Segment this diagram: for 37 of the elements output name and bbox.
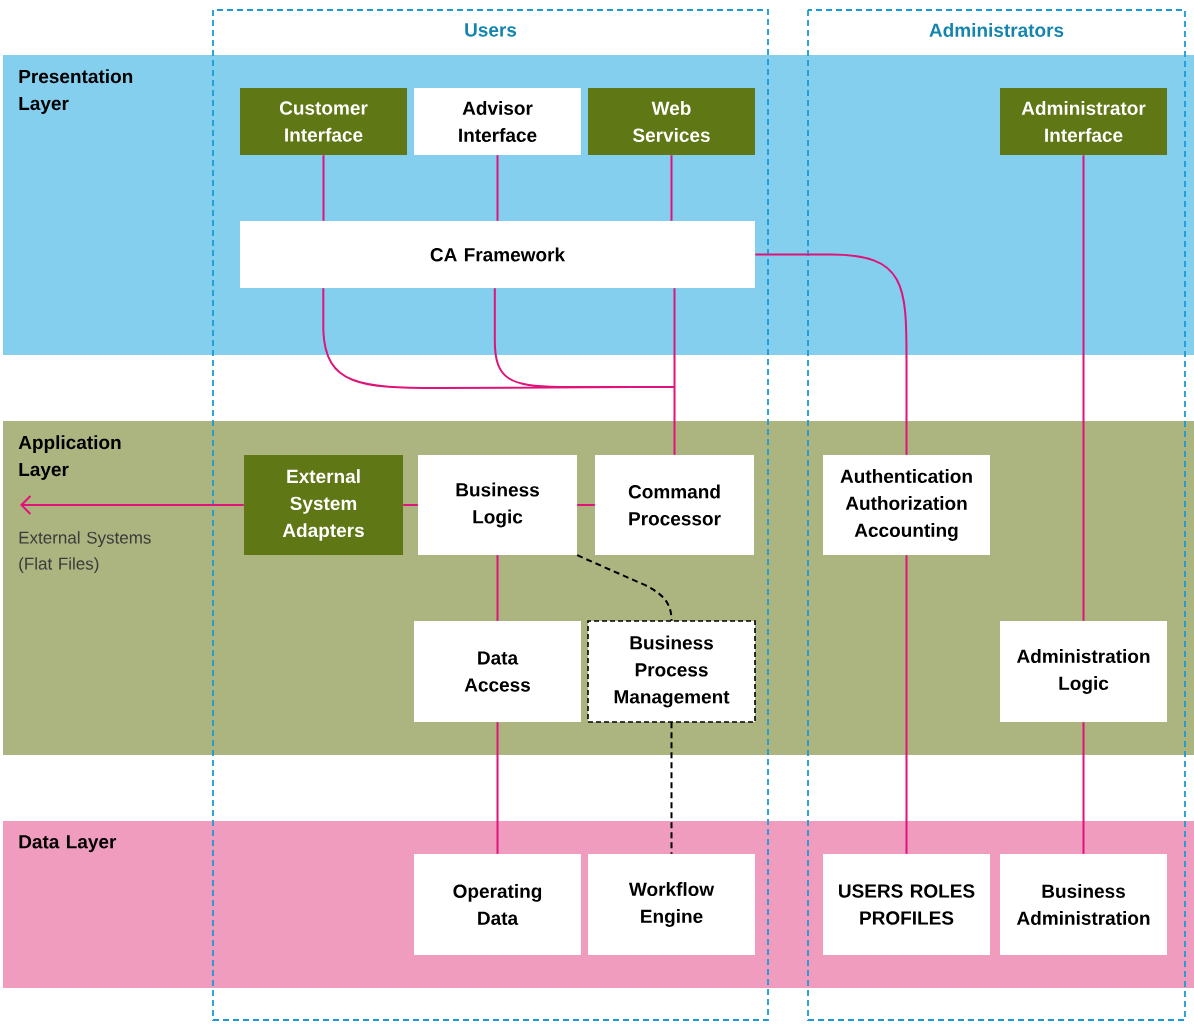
connector	[576, 504, 596, 506]
connector	[1082, 721, 1085, 855]
connector	[496, 154, 499, 222]
process-box: Command Processor	[595, 455, 754, 555]
process-box: Advisor Interface	[414, 88, 581, 155]
process-box: Workflow Engine	[588, 854, 755, 955]
connector	[754, 253, 908, 456]
process-box: Data Access	[414, 621, 581, 722]
connector	[322, 154, 325, 222]
group-title: Users	[465, 23, 517, 37]
layer-title: Presentation Layer	[19, 69, 133, 114]
process-box: Authentication Authorization Accounting	[823, 455, 990, 555]
process-box: External System Adapters	[244, 455, 403, 555]
connector	[20, 495, 245, 515]
process-box: Customer Interface	[240, 88, 407, 155]
process-box: CA Framework	[240, 221, 755, 288]
process-box: Web Services	[588, 88, 755, 155]
connector	[402, 504, 419, 506]
layer-title: Data Layer	[19, 835, 117, 853]
connector	[576, 554, 673, 622]
process-box: Business Administration	[1000, 854, 1167, 955]
process-box: Operating Data	[414, 854, 581, 955]
connector	[496, 721, 499, 855]
process-box: USERS ROLES PROFILES	[823, 854, 990, 955]
process-box: Administrator Interface	[1000, 88, 1167, 155]
connector	[322, 287, 676, 456]
note-text: External Systems (Flat Files)	[19, 531, 151, 574]
connector	[1082, 154, 1085, 622]
process-box: Administration Logic	[1000, 621, 1167, 722]
dashed-box: Business Process Management	[587, 620, 756, 723]
connector	[670, 721, 673, 855]
process-box: Business Logic	[418, 455, 577, 555]
connector	[670, 154, 673, 222]
connector	[905, 554, 908, 855]
layer-title: Application Layer	[18, 435, 121, 480]
group-title: Administrators	[929, 23, 1064, 37]
connector	[496, 554, 499, 622]
